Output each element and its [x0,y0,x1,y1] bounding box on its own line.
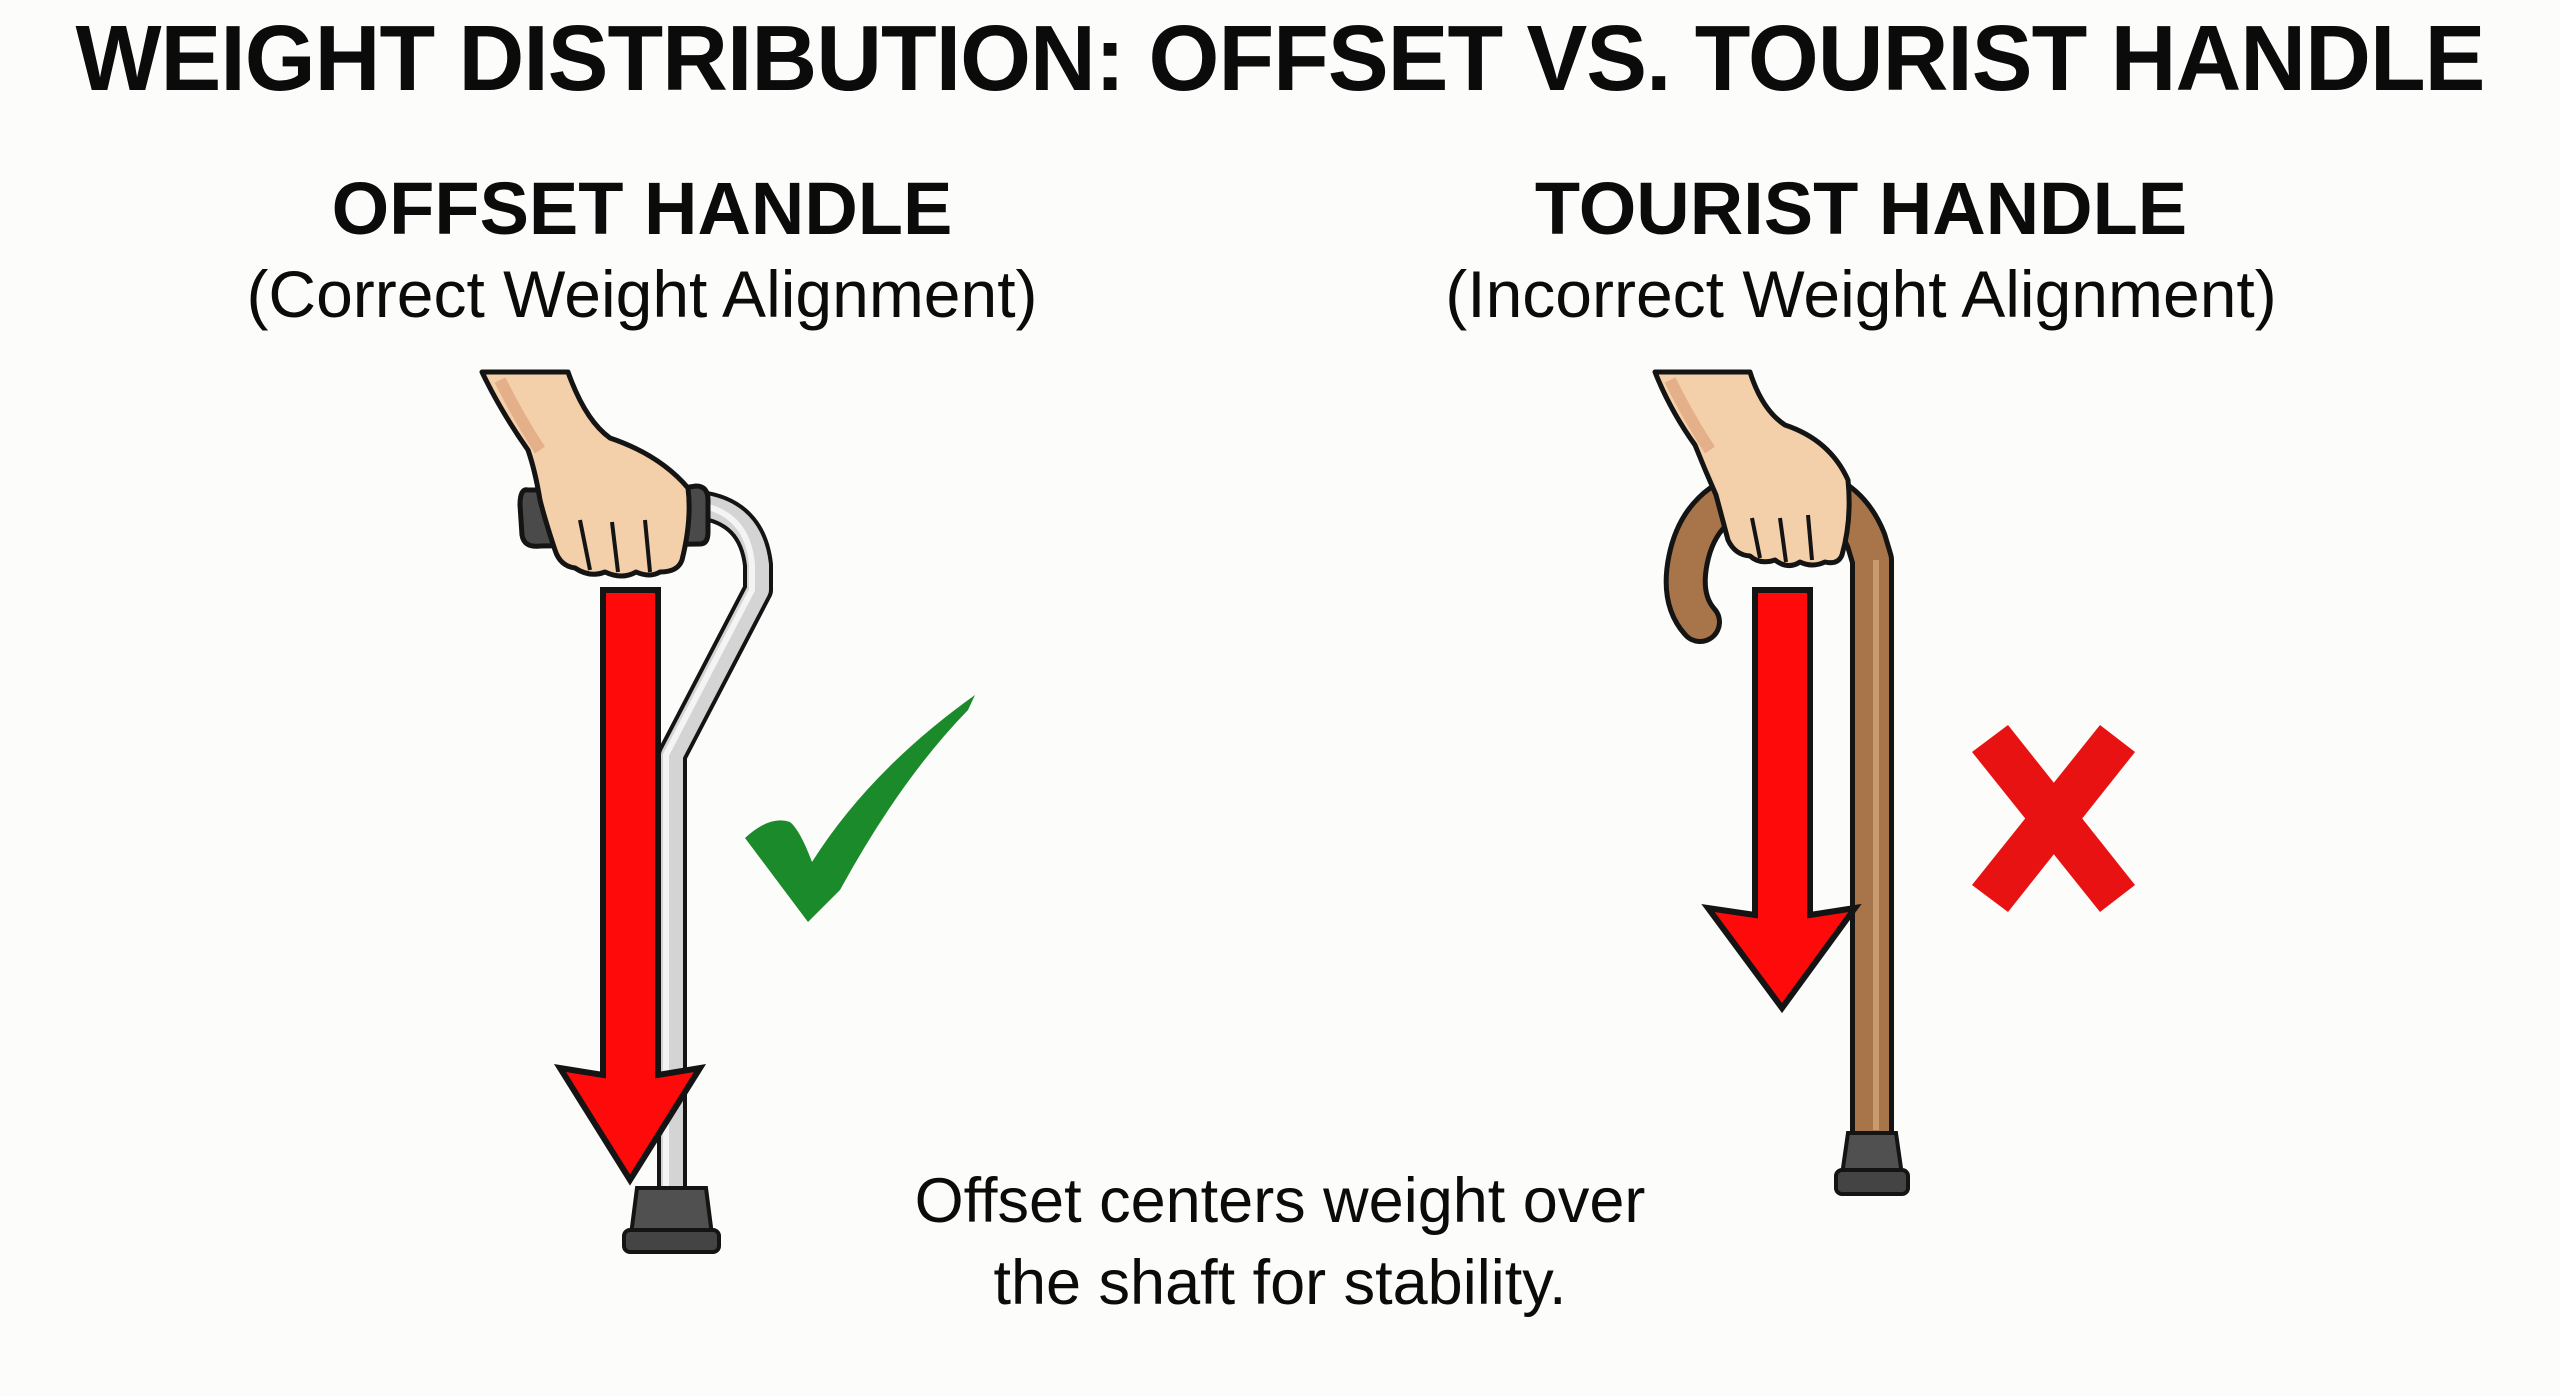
offset-panel-header: OFFSET HANDLE (Correct Weight Alignment) [92,168,1192,336]
tourist-panel-header: TOURIST HANDLE (Incorrect Weight Alignme… [1311,168,2411,336]
tourist-heading: TOURIST HANDLE [1534,167,2188,250]
page-title: WEIGHT DISTRIBUTION: OFFSET VS. TOURIST … [75,6,2486,110]
rubber-tip [1834,1131,1910,1196]
rubber-tip [622,1186,721,1254]
tourist-cane [1652,369,1910,1196]
caption-line-2: the shaft for stability. [993,1248,1567,1318]
checkmark-icon [745,695,975,922]
weight-arrow [553,587,707,1186]
x-mark-icon [1972,725,2135,912]
offset-subheading: (Correct Weight Alignment) [246,257,1038,331]
caption-line-1: Offset centers weight over [914,1166,1646,1236]
offset-heading: OFFSET HANDLE [331,167,953,250]
tourist-subheading: (Incorrect Weight Alignment) [1445,257,2277,331]
hand [1652,369,1852,568]
offset-cane [479,369,773,1254]
caption: Offset centers weight over the shaft for… [780,1160,1780,1324]
hand [479,369,692,579]
weight-arrow [1701,587,1862,1014]
